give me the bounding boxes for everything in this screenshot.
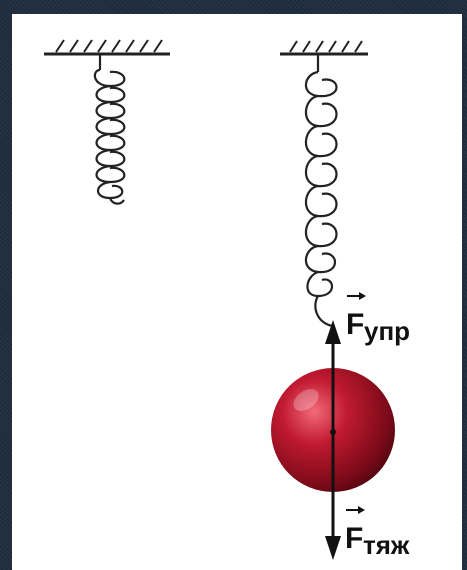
gravity-force-letter: F <box>345 522 363 555</box>
right-ceiling <box>280 40 368 56</box>
elastic-force-letter: F <box>346 308 364 341</box>
gravity-force-label: F тяж <box>345 506 410 560</box>
ball-center-dot <box>330 429 336 435</box>
gravity-force-subscript: тяж <box>363 530 410 560</box>
gravity-force-arrowhead <box>325 536 341 560</box>
left-ceiling <box>44 39 170 56</box>
left-spring <box>93 55 126 205</box>
ball-highlight <box>293 389 319 411</box>
elastic-force-subscript: упр <box>364 316 410 346</box>
diagram-panel <box>12 14 462 570</box>
elastic-force-arrowhead <box>325 320 341 344</box>
elastic-force-label: F упр <box>346 292 410 346</box>
right-spring <box>304 55 338 328</box>
